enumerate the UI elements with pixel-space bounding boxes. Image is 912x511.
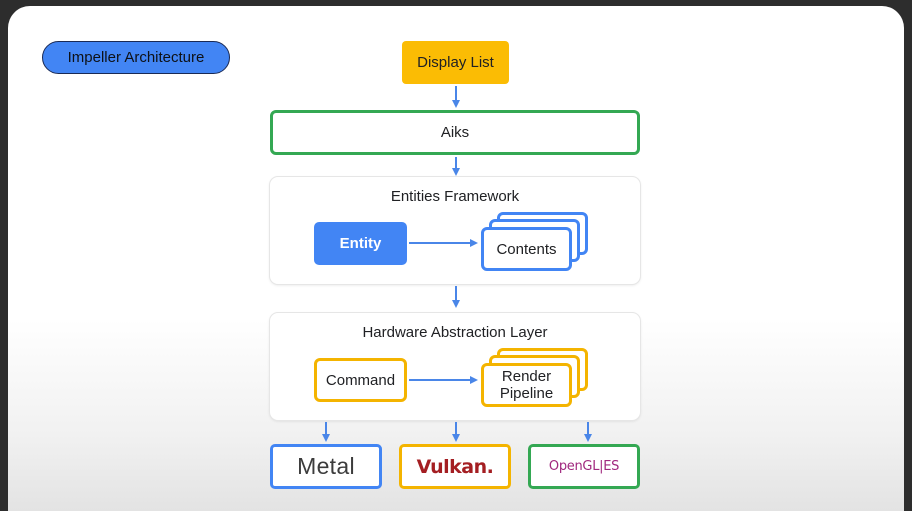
vulkan-logo: Vulkan. (416, 455, 494, 478)
opengl-es-logo: OpenGL|ES (548, 459, 620, 474)
metal-backend-box: Metal (270, 444, 382, 489)
aiks-box: Aiks (270, 110, 640, 155)
opengl-es-backend-box: OpenGL|ES (528, 444, 640, 489)
hal-title: Hardware Abstraction Layer (362, 324, 548, 341)
command-box: Command (314, 358, 407, 402)
entity-box: Entity (314, 222, 407, 265)
metal-logo: Metal (297, 453, 355, 479)
contents-box: Contents (481, 227, 572, 271)
title-pill: Impeller Architecture (42, 41, 230, 74)
render-pipeline-box: Render Pipeline (481, 363, 572, 407)
display-list-box: Display List (402, 41, 509, 84)
vulkan-backend-box: Vulkan. (399, 444, 511, 489)
entities-framework-title: Entities Framework (390, 188, 520, 205)
